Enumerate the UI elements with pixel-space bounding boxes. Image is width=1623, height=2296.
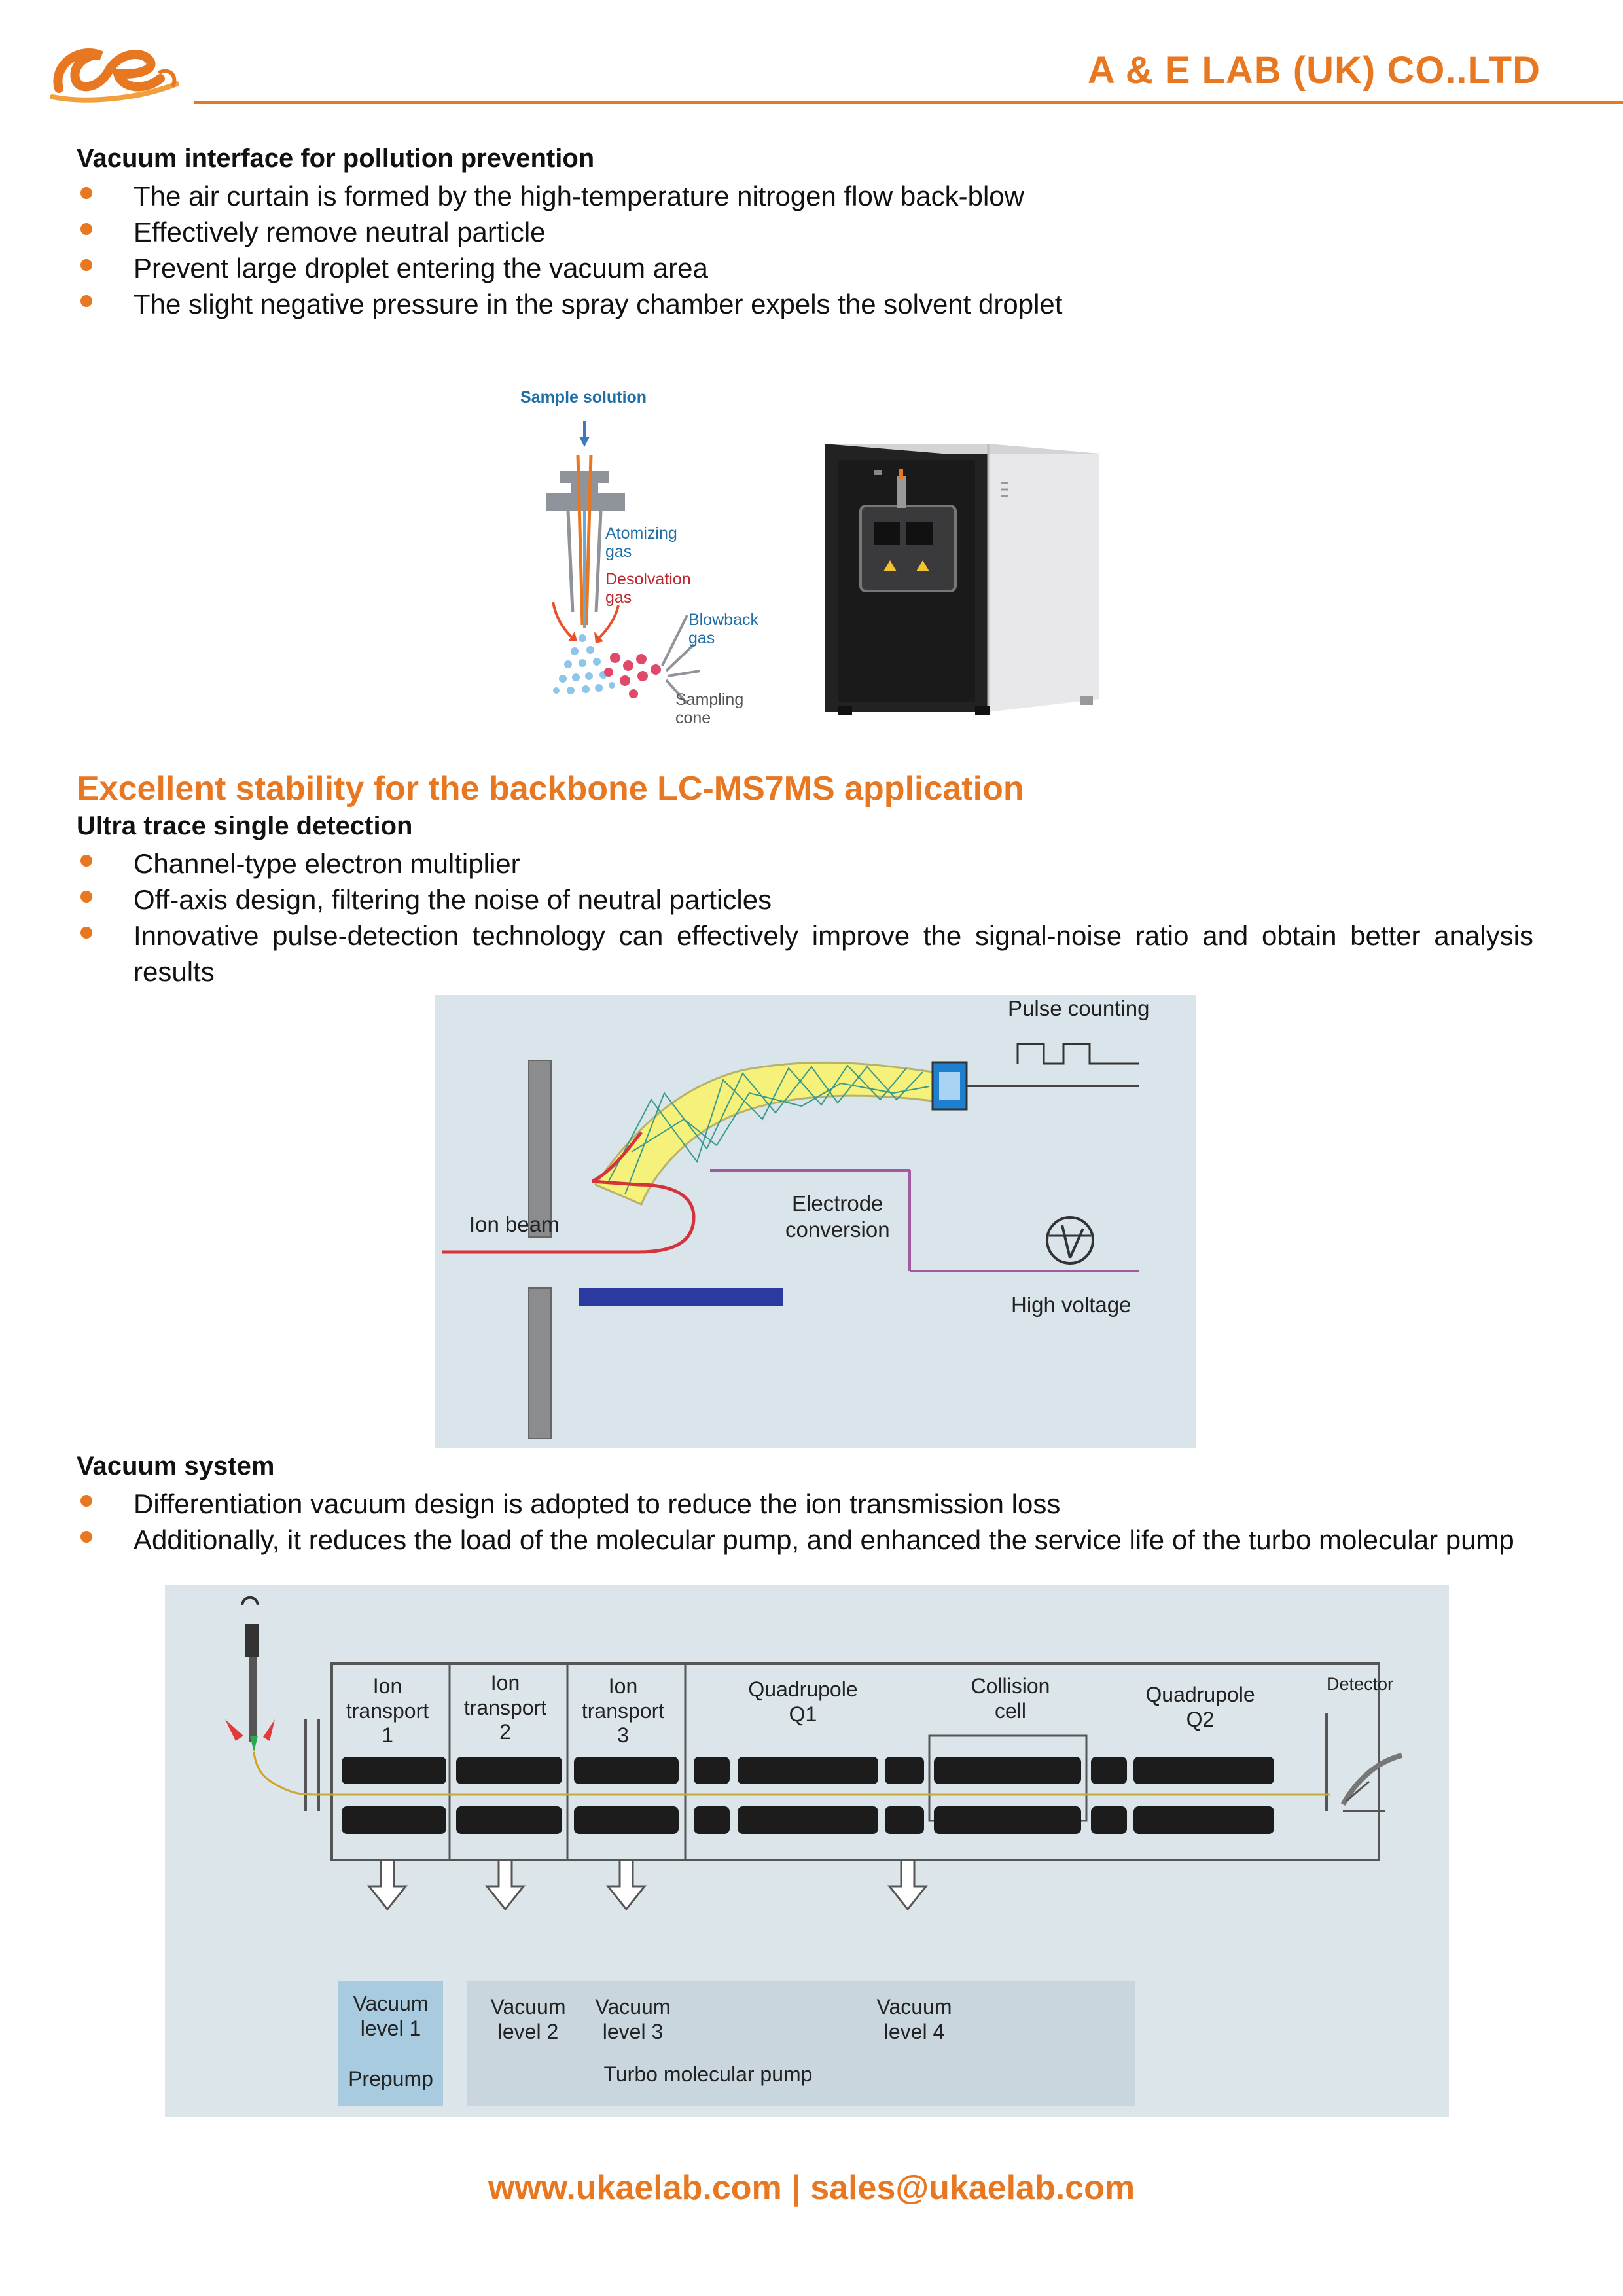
- label-ion-transport-1-b: transport: [346, 1699, 429, 1723]
- label-ion-transport-1-a: Ion: [373, 1674, 402, 1698]
- label-pulse-counting: Pulse counting: [1008, 996, 1149, 1020]
- label-vacuum-level-3-b: level 3: [603, 2020, 664, 2043]
- bullet-icon: [80, 295, 92, 307]
- company-name: A & E LAB (UK) CO..LTD: [1087, 49, 1541, 92]
- label-quadrupole-q1-a: Quadrupole: [748, 1677, 857, 1701]
- list-item: Differentiation vacuum design is adopted…: [77, 1486, 1543, 1522]
- label-sample-solution: Sample solution: [520, 388, 647, 406]
- label-ion-beam: Ion beam: [469, 1212, 560, 1236]
- label-detector: Detector: [1327, 1674, 1393, 1694]
- section-heading-ultra-trace: Ultra trace single detection: [77, 812, 413, 840]
- label-quadrupole-q1-b: Q1: [789, 1702, 817, 1726]
- vacuum-system-diagram: Ion transport 1 Ion transport 2 Ion tran…: [165, 1585, 1449, 2117]
- label-vacuum-level-1-a: Vacuum: [353, 1992, 428, 2015]
- mass-spectrometer-product-image: [825, 444, 1099, 715]
- label-ion-transport-3-a: Ion: [609, 1674, 637, 1698]
- label-gas-3: gas: [688, 629, 715, 647]
- label-gas-1: gas: [605, 543, 632, 561]
- label-ion-transport-3-c: 3: [617, 1723, 629, 1747]
- spray-interface-diagram: Sample solution Atomizing gas Desolvatio…: [491, 363, 779, 749]
- section-heading-vacuum-interface: Vacuum interface for pollution preventio…: [77, 144, 595, 173]
- label-atomizing: Atomizing: [605, 524, 677, 543]
- list-item: Prevent large droplet entering the vacuu…: [77, 250, 1543, 286]
- footer-contact: www.ukaelab.com | sales@ukaelab.com: [488, 2169, 1135, 2207]
- bullet-icon: [80, 259, 92, 271]
- bullet-list-vacuum-system: Differentiation vacuum design is adopted…: [77, 1486, 1543, 1558]
- label-high-voltage: High voltage: [1011, 1293, 1131, 1317]
- label-cone: cone: [675, 709, 711, 727]
- label-conversion: conversion: [785, 1217, 890, 1242]
- label-prepump: Prepump: [348, 2067, 433, 2090]
- label-vacuum-level-2-a: Vacuum: [490, 1995, 565, 2018]
- label-sampling: Sampling: [675, 691, 743, 709]
- label-desolvation: Desolvation: [605, 570, 691, 588]
- bullet-list-vacuum-interface: The air curtain is formed by the high-te…: [77, 178, 1543, 322]
- label-vacuum-level-2-b: level 2: [498, 2020, 559, 2043]
- label-electrode: Electrode: [792, 1191, 883, 1215]
- section-title-stability: Excellent stability for the backbone LC-…: [77, 770, 1024, 808]
- label-quadrupole-q2-a: Quadrupole: [1145, 1683, 1255, 1706]
- pulse-detector-diagram: Pulse counting Ion beam Electrode conver…: [435, 995, 1196, 1448]
- company-logo: [50, 48, 179, 103]
- label-ion-transport-1-c: 1: [382, 1723, 393, 1747]
- bullet-icon: [80, 1531, 92, 1543]
- list-item: Innovative pulse-detection technology ca…: [77, 918, 1543, 990]
- list-item: Off-axis design, filtering the noise of …: [77, 882, 1543, 918]
- bullet-icon: [80, 223, 92, 235]
- label-ion-transport-2-a: Ion: [491, 1671, 520, 1695]
- label-turbo-molecular-pump: Turbo molecular pump: [604, 2062, 813, 2086]
- bullet-icon: [80, 891, 92, 903]
- bullet-icon: [80, 187, 92, 199]
- list-item: Channel-type electron multiplier: [77, 846, 1543, 882]
- label-blowback: Blowback: [688, 611, 758, 629]
- list-item: Effectively remove neutral particle: [77, 214, 1543, 250]
- bullet-list-ultra-trace: Channel-type electron multiplier Off-axi…: [77, 846, 1543, 990]
- list-item: The air curtain is formed by the high-te…: [77, 178, 1543, 214]
- bullet-icon: [80, 855, 92, 867]
- label-collision-cell-a: Collision: [971, 1674, 1050, 1698]
- label-vacuum-level-4-b: level 4: [884, 2020, 945, 2043]
- label-quadrupole-q2-b: Q2: [1186, 1708, 1215, 1731]
- bullet-icon: [80, 1495, 92, 1507]
- label-vacuum-level-1-b: level 1: [361, 2017, 421, 2040]
- label-ion-transport-2-c: 2: [499, 1720, 511, 1744]
- label-gas-2: gas: [605, 588, 632, 607]
- bullet-icon: [80, 927, 92, 939]
- header-rule: [194, 101, 1623, 104]
- list-item: The slight negative pressure in the spra…: [77, 286, 1543, 322]
- label-vacuum-level-4-a: Vacuum: [876, 1995, 952, 2018]
- list-item: Additionally, it reduces the load of the…: [77, 1522, 1543, 1558]
- label-ion-transport-3-b: transport: [582, 1699, 664, 1723]
- label-ion-transport-2-b: transport: [464, 1696, 546, 1719]
- label-collision-cell-b: cell: [995, 1699, 1026, 1723]
- section-heading-vacuum-system: Vacuum system: [77, 1452, 275, 1480]
- label-vacuum-level-3-a: Vacuum: [595, 1995, 670, 2018]
